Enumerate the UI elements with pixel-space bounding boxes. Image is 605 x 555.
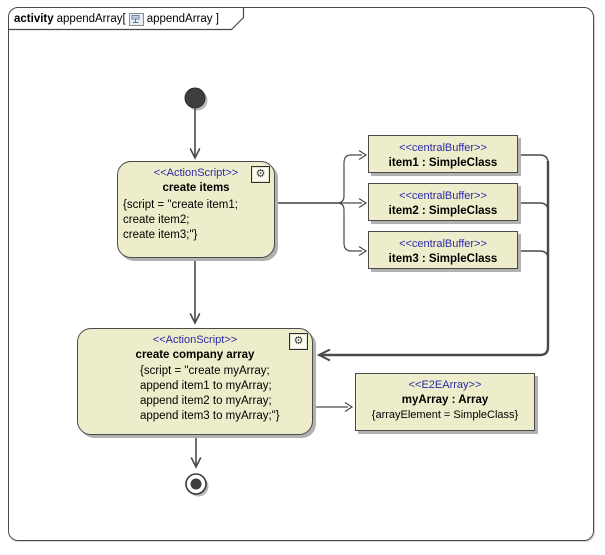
action-node-create-items[interactable]: <<ActionScript>> create items {script = … xyxy=(117,161,275,258)
edge-item1-to-company[interactable] xyxy=(520,154,549,164)
edge-buffers-merged[interactable] xyxy=(321,161,550,357)
frame-diagram-name: appendArray ] xyxy=(146,13,219,25)
arrowhead-right-item2 xyxy=(358,197,368,209)
central-buffer-item2[interactable]: <<centralBuffer>> item2 : SimpleClass xyxy=(368,183,518,221)
activity-diagram-icon xyxy=(128,12,144,26)
gear-icon[interactable]: ⚙ xyxy=(289,333,308,350)
stereotype-label: <<centralBuffer>> xyxy=(399,142,487,154)
action-script-body: {script = "create item1; create item2; c… xyxy=(118,196,274,243)
arrowhead-left-company xyxy=(316,348,331,362)
stereotype-label: <<E2EArray>> xyxy=(408,379,482,391)
stereotype-label: <<centralBuffer>> xyxy=(399,238,487,250)
frame-keyword: activity xyxy=(14,13,54,25)
action-script-body: {script = "create myArray; append item1 … xyxy=(140,363,312,424)
action-node-create-company-array[interactable]: <<ActionScript>> create company array {s… xyxy=(77,328,313,435)
buffer-name: item3 : SimpleClass xyxy=(388,253,498,265)
script-line: {script = "create myArray; xyxy=(140,365,270,377)
arrowhead-right-item3 xyxy=(358,245,368,257)
object-constraint: {arrayElement = SimpleClass} xyxy=(371,409,519,421)
script-line: create item3;"} xyxy=(123,229,198,241)
buffer-name: item2 : SimpleClass xyxy=(388,205,498,217)
stereotype-label: <<ActionScript>> xyxy=(153,167,239,179)
central-buffer-item1[interactable]: <<centralBuffer>> item1 : SimpleClass xyxy=(368,135,518,173)
script-line: create item2; xyxy=(123,214,190,226)
stereotype-label: <<ActionScript>> xyxy=(152,334,238,346)
action-name: create items xyxy=(162,182,230,194)
stereotype-label: <<centralBuffer>> xyxy=(399,190,487,202)
activity-frame[interactable] xyxy=(8,7,594,541)
script-line: append item3 to myArray;"} xyxy=(140,410,280,422)
frame-label[interactable]: activity appendArray[ appendArray ] xyxy=(14,10,219,28)
edge-item3-to-company[interactable] xyxy=(520,250,549,260)
arrowhead-down-1 xyxy=(189,148,201,160)
central-buffer-item3[interactable]: <<centralBuffer>> item3 : SimpleClass xyxy=(368,231,518,269)
edge-create-items-to-item1[interactable] xyxy=(275,154,362,204)
script-line: append item1 to myArray; xyxy=(140,380,272,392)
action-name: create company array xyxy=(135,349,255,361)
arrowhead-down-3 xyxy=(190,457,202,469)
initial-node[interactable] xyxy=(184,87,206,109)
buffer-name: item1 : SimpleClass xyxy=(388,157,498,169)
script-line: {script = "create item1; xyxy=(123,199,238,211)
arrowhead-right-myarray xyxy=(344,401,354,413)
frame-label-shape[interactable] xyxy=(9,7,245,31)
object-name: myArray : Array xyxy=(401,394,489,406)
edge-create-items-to-item3[interactable] xyxy=(275,202,362,252)
object-node-myarray[interactable]: <<E2EArray>> myArray : Array {arrayEleme… xyxy=(355,373,535,431)
arrowhead-right-item1 xyxy=(358,149,368,161)
edge-item2-to-company[interactable] xyxy=(520,202,549,212)
final-node-inner xyxy=(190,478,202,490)
arrowhead-down-2 xyxy=(189,313,201,325)
script-line: append item2 to myArray; xyxy=(140,395,272,407)
gear-icon[interactable]: ⚙ xyxy=(251,166,270,183)
frame-activity-name: appendArray[ xyxy=(56,13,126,25)
